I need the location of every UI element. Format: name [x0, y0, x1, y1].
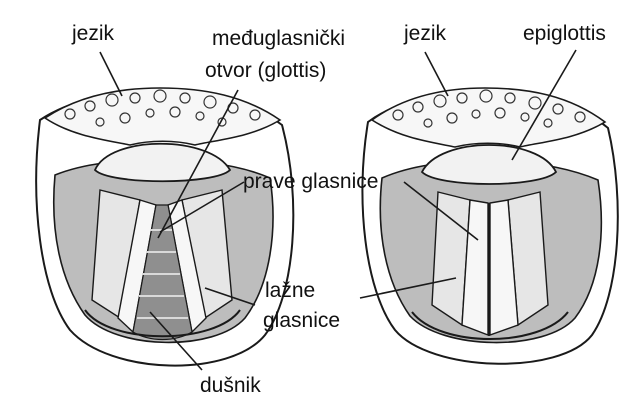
label-trachea: dušnik	[200, 374, 261, 397]
leader-tongue-right	[425, 52, 448, 96]
label-false-cords-line1: lažne	[265, 279, 315, 302]
label-false-cords-line2: glasnice	[263, 309, 340, 332]
larynx-closed-view	[362, 88, 617, 364]
label-glottis-line2: otvor (glottis)	[205, 59, 326, 82]
label-tongue-left: jezik	[71, 22, 115, 45]
label-tongue-right: jezik	[403, 22, 447, 45]
label-glottis-line1: međuglasnički	[212, 27, 345, 50]
label-epiglottis: epiglottis	[523, 22, 606, 45]
leader-tongue-left	[100, 52, 122, 96]
label-true-cords: prave glasnice	[243, 170, 378, 193]
